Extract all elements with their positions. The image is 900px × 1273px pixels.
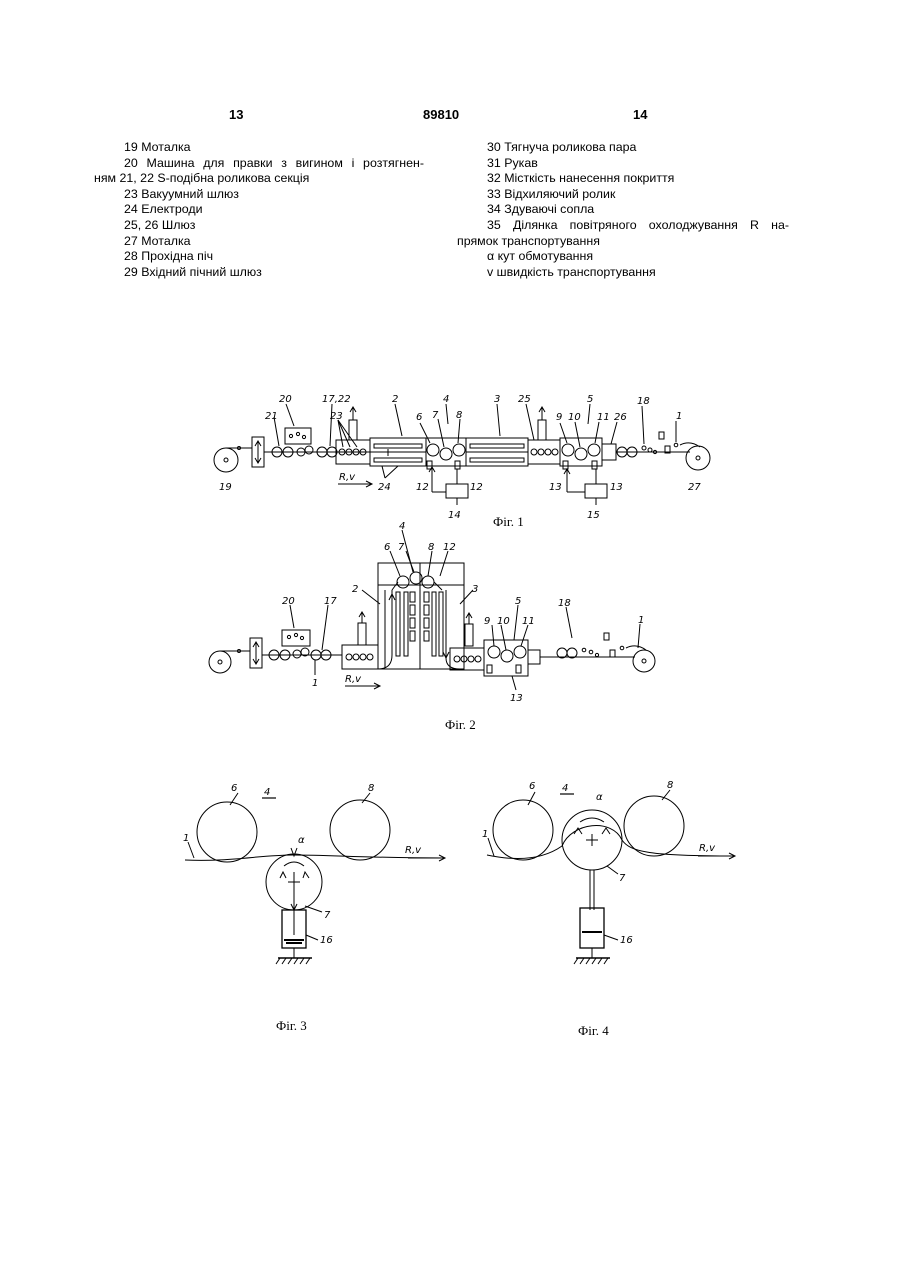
fig1-label: 25 bbox=[518, 394, 531, 405]
legend-item: v швидкість транспортування bbox=[457, 265, 789, 281]
fig1-label: 15 bbox=[587, 510, 600, 521]
fig4-label: 7 bbox=[619, 873, 626, 884]
legend-item: 29 Вхідний пічний шлюз bbox=[94, 265, 424, 281]
fig1-label: 20 bbox=[279, 394, 292, 405]
fig1-label: 4 bbox=[443, 394, 449, 405]
fig2-label: R,v bbox=[345, 674, 362, 685]
legend-item: 27 Моталка bbox=[94, 234, 424, 250]
legend-item: 35 Ділянка повітряного охолоджування R н… bbox=[457, 218, 789, 234]
figure-2-caption: Фіг. 2 bbox=[445, 717, 476, 733]
fig1-label: 6 bbox=[416, 412, 422, 423]
fig2-label: 1 bbox=[312, 678, 318, 689]
fig1-label: 3 bbox=[494, 394, 500, 405]
legend-left-column: 19 Моталка 20 Машина для правки з вигино… bbox=[94, 140, 424, 280]
document-number: 89810 bbox=[423, 107, 459, 122]
figure-1-caption: Фіг. 1 bbox=[493, 514, 524, 530]
fig1-label: 17,22 bbox=[322, 394, 351, 405]
legend-item: 33 Відхиляючий ролик bbox=[457, 187, 789, 203]
fig1-label: 12 bbox=[470, 482, 483, 493]
legend-item: 32 Місткість нанесення покриття bbox=[457, 171, 789, 187]
legend-item: прямок транспортування bbox=[457, 234, 789, 250]
fig1-label: R,v bbox=[339, 472, 356, 483]
fig4-label: 8 bbox=[667, 780, 673, 791]
fig2-label: 20 bbox=[282, 596, 295, 607]
fig2-label: 4 bbox=[399, 521, 405, 532]
fig4-label: α bbox=[596, 792, 603, 803]
legend-item: 34 Здуваючі сопла bbox=[457, 202, 789, 218]
fig2-label: 11 bbox=[522, 616, 535, 627]
legend-item: 31 Рукав bbox=[457, 156, 789, 172]
fig1-label: 18 bbox=[637, 396, 650, 407]
fig2-label: 8 bbox=[428, 542, 434, 553]
fig1-label: 2 bbox=[392, 394, 398, 405]
fig1-label: 24 bbox=[378, 482, 391, 493]
fig1-label: 5 bbox=[587, 394, 593, 405]
page-number-right: 14 bbox=[633, 107, 647, 122]
page-number-left: 13 bbox=[229, 107, 243, 122]
fig2-label: 7 bbox=[398, 542, 405, 553]
fig2-label: 13 bbox=[510, 693, 523, 704]
legend-item: 25, 26 Шлюз bbox=[94, 218, 424, 234]
figure-2-diagram: 4 6 7 8 12 2 3 20 17 5 9 10 11 18 1 1 R,… bbox=[0, 545, 900, 715]
fig2-label: 5 bbox=[515, 596, 521, 607]
fig1-label: 26 bbox=[614, 412, 627, 423]
fig4-label: 4 bbox=[562, 783, 568, 794]
legend-item: 24 Електроди bbox=[94, 202, 424, 218]
fig2-label: 12 bbox=[443, 542, 456, 553]
fig1-label: 10 bbox=[568, 412, 581, 423]
fig4-label: R,v bbox=[699, 843, 716, 854]
legend-right-column: 30 Тягнуча роликова пара 31 Рукав 32 Міс… bbox=[457, 140, 789, 280]
fig2-label: 3 bbox=[472, 584, 478, 595]
fig1-label: 11 bbox=[597, 412, 610, 423]
fig2-label: 9 bbox=[484, 616, 490, 627]
fig2-label: 10 bbox=[497, 616, 510, 627]
fig1-label: 9 bbox=[556, 412, 562, 423]
fig4-label: 1 bbox=[482, 829, 488, 840]
legend-item: ням 21, 22 S-подібна роликова секція bbox=[94, 171, 424, 187]
legend-item: α кут обмотування bbox=[457, 249, 789, 265]
figure-3-caption: Фіг. 3 bbox=[276, 1018, 307, 1034]
figure-4-diagram: 6 4 α 8 1 R,v 7 16 bbox=[0, 775, 900, 975]
fig1-label: 13 bbox=[610, 482, 623, 493]
fig1-label: 1 bbox=[676, 411, 682, 422]
fig2-label: 1 bbox=[638, 615, 644, 626]
fig1-label: 12 bbox=[416, 482, 429, 493]
legend-item: 23 Вакуумний шлюз bbox=[94, 187, 424, 203]
legend-item: 20 Машина для правки з вигином і розтягн… bbox=[94, 156, 424, 172]
legend-item: 28 Прохідна піч bbox=[94, 249, 424, 265]
fig1-label: 23 bbox=[330, 411, 343, 422]
fig1-label: 13 bbox=[549, 482, 562, 493]
figure-1-diagram: 20 21 17,22 23 2 6 7 4 8 3 25 9 10 5 11 … bbox=[0, 380, 900, 540]
fig1-label: 7 bbox=[432, 410, 439, 421]
legend-item: 19 Моталка bbox=[94, 140, 424, 156]
fig2-label: 18 bbox=[558, 598, 571, 609]
fig1-label: 21 bbox=[265, 411, 278, 422]
fig1-label: 19 bbox=[219, 482, 232, 493]
fig1-label: 14 bbox=[448, 510, 461, 521]
fig4-label: 6 bbox=[529, 781, 535, 792]
fig4-label: 16 bbox=[620, 935, 633, 946]
fig1-label: 27 bbox=[688, 482, 701, 493]
fig2-label: 2 bbox=[352, 584, 358, 595]
figure-4-caption: Фіг. 4 bbox=[578, 1023, 609, 1039]
legend-item: 30 Тягнуча роликова пара bbox=[457, 140, 789, 156]
fig1-label: 8 bbox=[456, 410, 462, 421]
fig2-label: 17 bbox=[324, 596, 337, 607]
fig2-label: 6 bbox=[384, 542, 390, 553]
